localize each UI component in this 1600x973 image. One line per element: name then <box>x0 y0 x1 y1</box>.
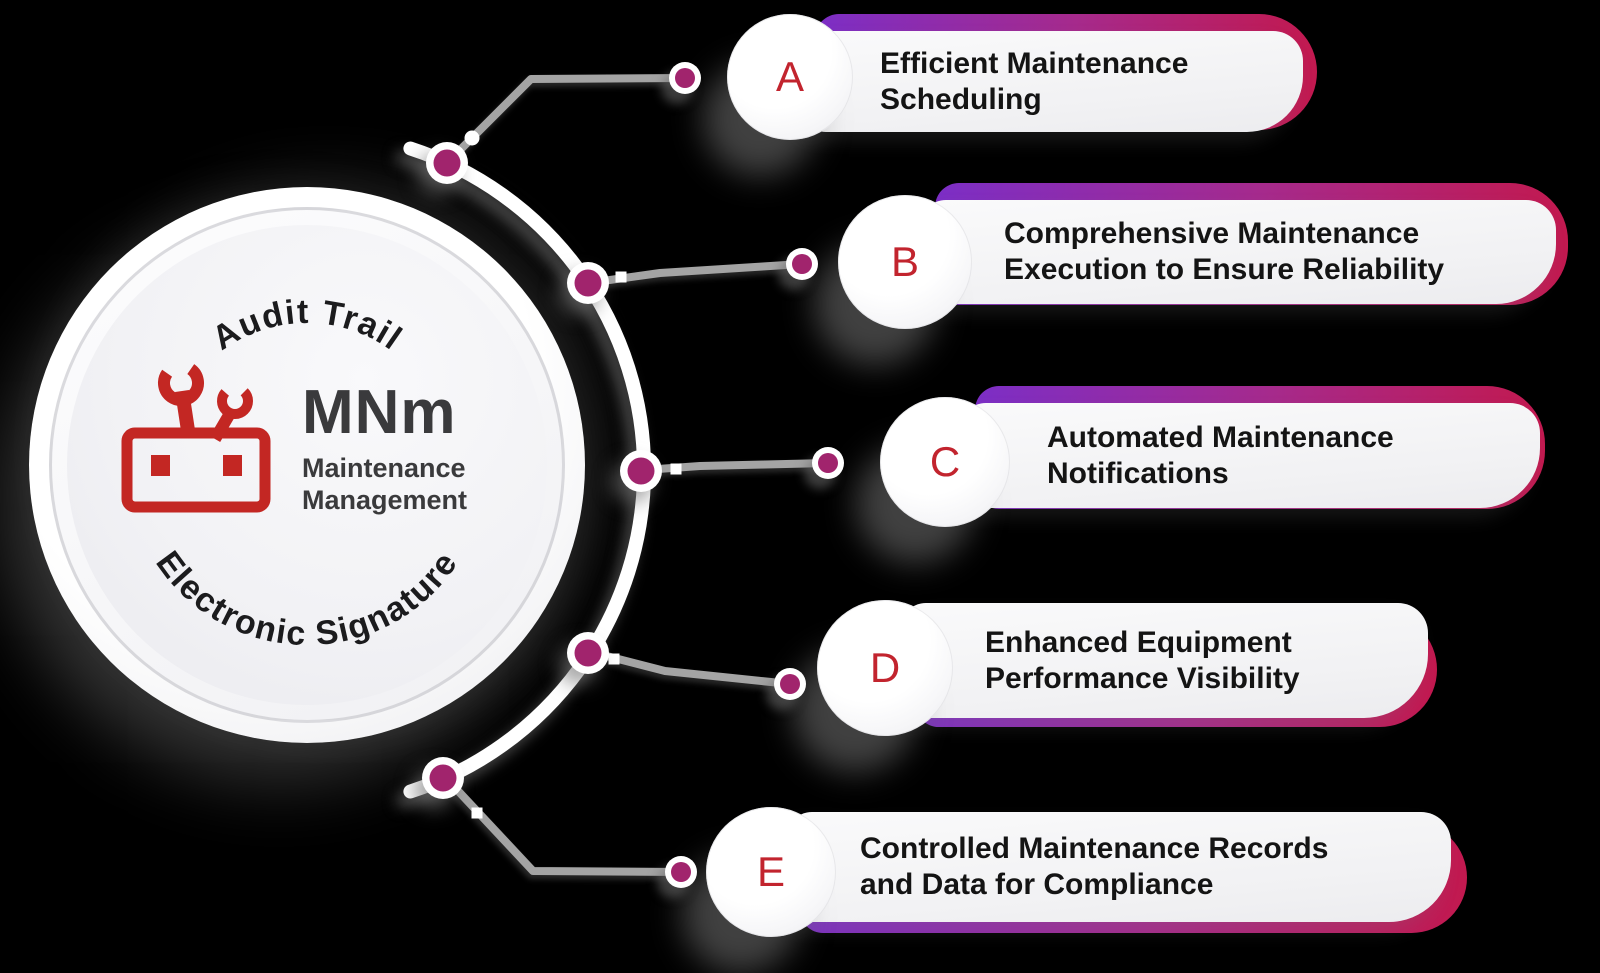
orbit-node-d <box>567 632 609 674</box>
item-text-line1: Automated Maintenance <box>1047 420 1394 454</box>
item-text-line2: and Data for Compliance <box>860 868 1214 901</box>
orbit-node-a <box>426 142 468 184</box>
connector-line-c <box>643 459 829 474</box>
app-name-line2: Management <box>302 485 468 515</box>
item-connector-dot-e <box>665 856 697 888</box>
item-connector-dot-d <box>774 668 806 700</box>
item-banner-b: Comprehensive Maintenance Execution to E… <box>920 200 1556 304</box>
item-connector-dot-a <box>669 62 701 94</box>
connector-marker-d <box>608 653 620 665</box>
item-text-line2: Scheduling <box>880 82 1042 116</box>
item-letter-a: A <box>775 53 804 100</box>
connector-line-d <box>590 648 791 688</box>
item-letter-circle-a: A <box>727 14 853 140</box>
item-connector-dot-b <box>786 248 818 280</box>
item-letter-e: E <box>756 848 785 895</box>
item-banner-a: Efficient Maintenance Scheduling <box>800 31 1303 132</box>
medallion-curved-text-layer: Audit Trail Electronic Signature <box>121 293 464 653</box>
connector-line-a <box>444 74 686 166</box>
item-text-line1: Comprehensive Maintenance <box>1004 217 1420 250</box>
item-letter-d: D <box>869 644 901 691</box>
connector-marker-c <box>670 463 682 475</box>
item-letter-b: B <box>890 238 919 285</box>
connector-line-b <box>587 260 803 287</box>
item-letter-circle-b: B <box>838 195 972 329</box>
item-letter-circle-d: D <box>817 600 953 736</box>
connector-marker-b <box>615 271 627 283</box>
orbit-arc <box>403 141 652 799</box>
item-text-line2: Execution to Ensure Reliability <box>1004 253 1445 286</box>
central-medallion: Audit Trail Electronic Signature MNm Mai… <box>29 187 585 743</box>
item-letter-c: C <box>929 438 961 485</box>
item-connector-dot-c <box>812 447 844 479</box>
app-name: Maintenance Management <box>302 452 467 516</box>
item-text-line2: Notifications <box>1047 456 1229 490</box>
item-letter-circle-e: E <box>706 807 836 937</box>
item-banner-e: Controlled Maintenance Records and Data … <box>786 812 1451 922</box>
connector-marker-e <box>471 807 483 819</box>
connector-line-e <box>443 775 682 876</box>
item-text-line1: Enhanced Equipment <box>985 625 1292 659</box>
item-banner-d: Enhanced Equipment Performance Visibilit… <box>900 603 1428 718</box>
toolbox-wrenches-icon <box>121 360 271 513</box>
orbit-node-c <box>620 450 662 492</box>
orbit-node-b <box>567 262 609 304</box>
orbit-node-e <box>422 757 464 799</box>
medallion-title-block: MNm Maintenance Management <box>302 382 467 516</box>
item-banner-c: Automated Maintenance Notifications <box>960 403 1540 508</box>
item-text-line1: Efficient Maintenance <box>880 46 1189 80</box>
app-name-line1: Maintenance <box>302 453 466 483</box>
item-letter-circle-c: C <box>880 397 1010 527</box>
medallion-disc <box>67 225 547 705</box>
item-text-line2: Performance Visibility <box>985 661 1300 695</box>
item-text-line1: Controlled Maintenance Records <box>860 832 1329 865</box>
connector-elbow-dot-a <box>464 130 480 146</box>
app-abbreviation: MNm <box>302 378 457 447</box>
